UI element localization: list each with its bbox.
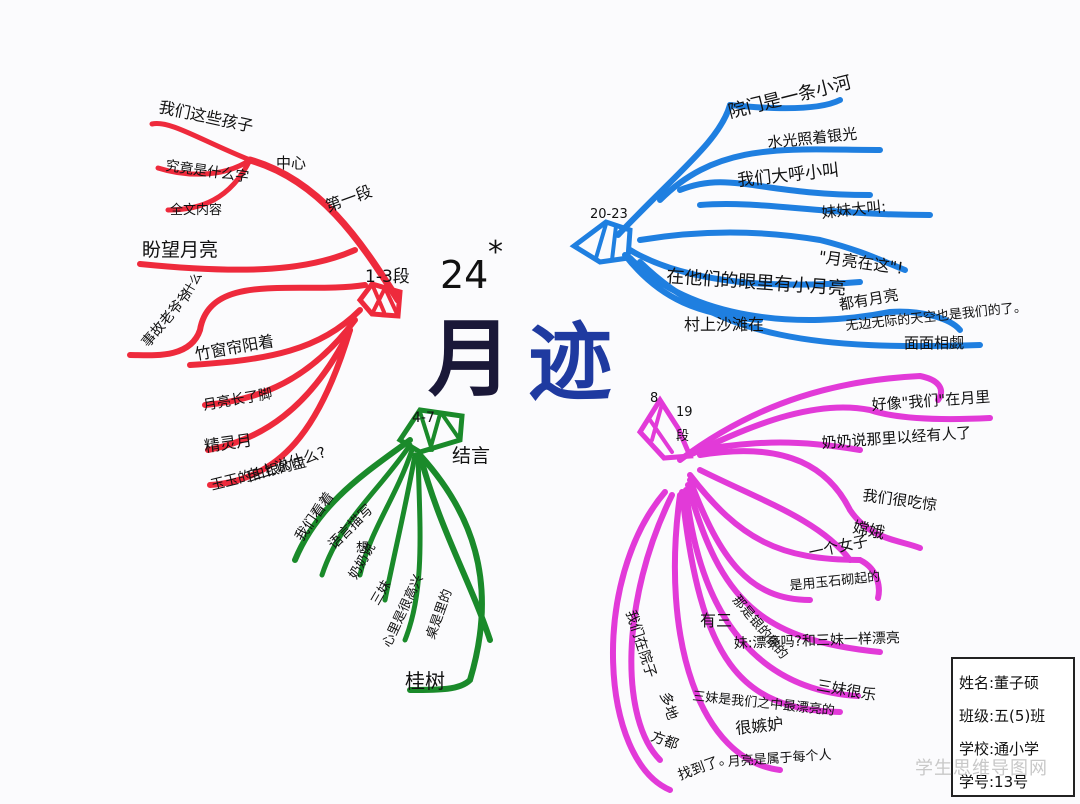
magenta-label-we: 我们在院子 bbox=[622, 608, 659, 680]
red-label-old-story: 事故老爷爷 bbox=[139, 287, 196, 351]
magenta-label-belong: 月亮是属于每个人 bbox=[727, 747, 832, 770]
red-label-spirit: 精灵月 bbox=[203, 430, 253, 455]
magenta-label-grandma: 奶奶说那里以经有人了 bbox=[821, 424, 972, 452]
magenta-label-found: 找到了。 bbox=[676, 750, 734, 784]
magenta-label-surprised: 我们很吃惊 bbox=[861, 486, 938, 514]
green-label-para: 4-7 bbox=[412, 410, 435, 426]
lesson-star: * bbox=[488, 235, 503, 270]
magenta-label-in-moon: 好像"我们"在月里 bbox=[871, 388, 991, 414]
magenta-label-three: 有三 bbox=[700, 611, 732, 630]
green-label-side: 桌是里的 bbox=[423, 587, 456, 641]
red-label-full: 究竟是什么字 bbox=[164, 158, 249, 186]
blue-label-eyes: 在他们的眼里有小月亮 bbox=[666, 266, 847, 300]
student-info-box: 姓名:董子硕 班级:五(5)班 学校:通小学 学号:13号 bbox=[951, 657, 1075, 797]
red-label-center: 中心 bbox=[276, 154, 306, 172]
magenta-label-many: 多地 bbox=[656, 690, 681, 722]
title-char-yue: 月 bbox=[428, 309, 512, 408]
blue-label-sister-shout: 妹妹大叫: bbox=[821, 197, 888, 222]
red-label-whole: 全文内容 bbox=[170, 202, 222, 218]
red-label-hope: 盼望月亮 bbox=[142, 239, 218, 261]
blue-branch bbox=[569, 97, 983, 350]
red-label-moon-long: 月亮长了脚 bbox=[202, 385, 274, 414]
magenta-label-pretty: 妹:漂亮吗?和三妹一样漂亮 bbox=[734, 629, 901, 652]
student-number: 学号:13号 bbox=[959, 773, 1029, 791]
red-label-para: 1-3段 bbox=[365, 267, 410, 287]
green-label-tree: 桂树 bbox=[405, 669, 445, 693]
magenta-label-pretty2: 三妹很乐 bbox=[815, 676, 877, 704]
magenta-branch bbox=[610, 372, 993, 793]
red-label-first: 第一段 bbox=[323, 181, 375, 215]
red-label-kids: 我们这些孩子 bbox=[157, 97, 255, 136]
magenta-label-para-c: 段 bbox=[676, 429, 689, 444]
blue-label-face: 面面相觑 bbox=[904, 334, 964, 352]
magenta-label-para-b: 19 bbox=[676, 405, 693, 420]
blue-label-yard: 院门是一条小河 bbox=[726, 72, 853, 123]
green-label-grandma: 奶奶说 bbox=[346, 541, 378, 582]
green-branch bbox=[292, 407, 493, 693]
student-name: 姓名:董子硕 bbox=[959, 674, 1040, 692]
student-class: 班级:五(5)班 bbox=[959, 707, 1046, 725]
title-char-ji: 迹 bbox=[528, 313, 612, 412]
site-watermark: 学生思维导图网 bbox=[915, 758, 1048, 779]
blue-label-shout: 我们大呼小叫 bbox=[736, 160, 840, 191]
lesson-number: 24 bbox=[440, 253, 488, 297]
green-label-think: 想 bbox=[356, 540, 369, 556]
magenta-label-para-a: 8 bbox=[650, 391, 658, 406]
blue-label-para: 20-23 bbox=[590, 207, 628, 222]
green-label-end: 结言 bbox=[452, 445, 490, 467]
red-branch bbox=[127, 120, 403, 488]
magenta-label-jealous: 很嫉妒 bbox=[734, 714, 784, 738]
magenta-label-jade-made: 是用玉石砌起的 bbox=[789, 569, 881, 594]
red-branch-labels: 1-3段 中心 第一段 我们这些孩子 究竟是什么字 全文内容 盼望月亮 什么 事… bbox=[139, 97, 410, 494]
blue-label-sand: 村上沙滩在 bbox=[684, 315, 764, 334]
student-school: 学校:通小学 bbox=[959, 740, 1040, 758]
